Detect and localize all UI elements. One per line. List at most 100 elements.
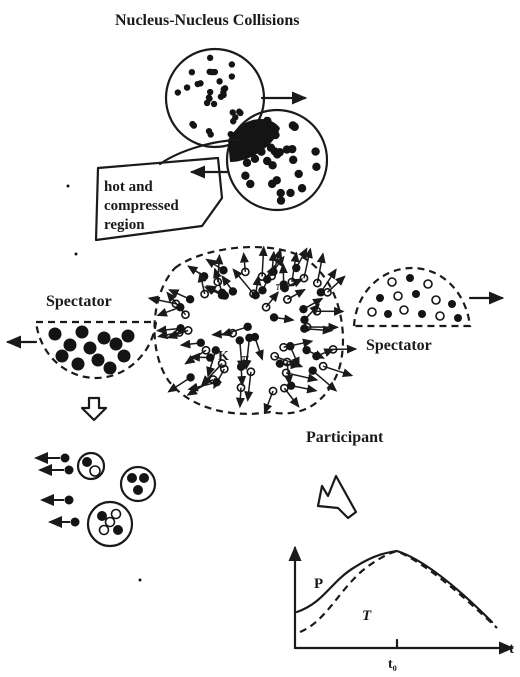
fragment-nucleon: [133, 485, 143, 495]
particle: [197, 339, 205, 347]
spectator-nucleon: [56, 350, 69, 363]
fragment-nucleon: [82, 457, 92, 467]
t-axis-label: t: [509, 641, 514, 657]
particle-track: [188, 379, 213, 395]
colliding-nuclei: [166, 49, 327, 210]
spectator-nucleon: [368, 308, 376, 316]
fragment-nucleon: [112, 510, 121, 519]
nucleon-dot: [184, 84, 190, 90]
spectator-nucleon: [406, 274, 414, 282]
fragment-nucleon: [65, 466, 74, 475]
curve-p-label: P: [314, 576, 323, 592]
particle: [176, 324, 184, 332]
particle-track: [317, 254, 323, 283]
nucleon-dot: [268, 161, 276, 169]
nucleon-dot: [206, 94, 212, 100]
pressure-temperature-graph: P T t₀ t: [295, 548, 514, 672]
kaon-label: K: [218, 349, 229, 364]
particle: [302, 346, 310, 354]
nucleon-dot: [286, 189, 294, 197]
title: Nucleus-Nucleus Collisions: [115, 12, 299, 29]
particle: [186, 295, 194, 303]
speck: [67, 185, 70, 188]
nucleon-dot: [312, 163, 320, 171]
speck: [75, 253, 78, 256]
particle: [251, 291, 259, 299]
nucleon-dot: [236, 109, 242, 115]
nucleon-dot: [189, 121, 195, 127]
curve-p: [297, 551, 492, 622]
nucleon-dot: [243, 159, 251, 167]
fragment-cluster: [121, 467, 155, 501]
pion-label-top: π: [276, 278, 283, 293]
particle: [270, 313, 278, 321]
spectator-nucleon: [436, 312, 444, 320]
spectator-nucleon: [76, 326, 89, 339]
spectator-nucleon: [400, 306, 408, 314]
spectator-left-label: Spectator: [46, 293, 112, 310]
participant-fireball: π K π Participant: [149, 247, 384, 446]
spectator-nucleon: [384, 310, 392, 318]
spectator-nucleon: [454, 314, 462, 322]
spectator-nucleon: [118, 350, 131, 363]
spectator-nucleon: [394, 292, 402, 300]
spectator-right-label: Spectator: [366, 337, 432, 354]
fragment-nucleon: [90, 466, 100, 476]
fragment-cluster: [88, 502, 132, 546]
nucleon-dot: [283, 145, 291, 153]
nucleon-dot: [273, 176, 281, 184]
particle-track: [262, 247, 264, 277]
spectator-nucleon: [388, 278, 396, 286]
particle: [236, 336, 244, 344]
nucleon-dot: [229, 61, 235, 67]
spectator-nucleon: [49, 328, 62, 341]
particle: [186, 373, 194, 381]
particle: [245, 334, 253, 342]
nucleon-dot: [232, 114, 238, 120]
nucleon-dot: [294, 170, 302, 178]
nucleon-dot: [246, 180, 254, 188]
fragment-nucleon: [106, 518, 115, 527]
nucleon-dot: [207, 55, 213, 61]
particle: [276, 359, 284, 367]
speck: [139, 579, 142, 582]
nucleon-dot: [207, 89, 213, 95]
hot-region-line2: compressed: [104, 198, 179, 214]
spectator-left: Spectator: [8, 293, 156, 378]
particle: [300, 325, 308, 333]
particle-track: [323, 366, 352, 375]
nucleon-dot: [189, 69, 195, 75]
spectator-nucleon: [122, 330, 135, 343]
nucleon-dot: [229, 73, 235, 79]
nucleon-dot: [311, 147, 319, 155]
pion-label-mid: π: [242, 350, 249, 365]
spectator-nucleon: [376, 294, 384, 302]
spectator-nucleon: [432, 296, 440, 304]
spectator-nucleon: [424, 280, 432, 288]
spectator-nucleon: [110, 338, 123, 351]
particle: [206, 353, 214, 361]
nucleon-dot: [289, 156, 297, 164]
nucleon-dot: [209, 69, 215, 75]
spectator-nucleon: [72, 358, 85, 371]
nucleon-dot: [273, 150, 281, 158]
particle: [229, 287, 237, 295]
nucleon-dot: [298, 184, 306, 192]
fragment-nucleon: [100, 526, 109, 535]
fragment-nucleon: [139, 473, 149, 483]
fragment-nucleon: [113, 525, 123, 535]
particle: [221, 291, 229, 299]
nucleon-dot: [216, 78, 222, 84]
nucleon-dot: [290, 123, 298, 131]
fragment-nucleon: [71, 518, 80, 527]
hot-region-callout: hot and compressed region: [96, 140, 240, 240]
spectator-nucleon: [64, 339, 77, 352]
hot-region-line3: region: [104, 217, 145, 233]
nucleon-dot: [277, 196, 285, 204]
fragment-nucleon: [127, 473, 137, 483]
nucleon-dot: [241, 172, 249, 180]
nucleon-dot: [220, 92, 226, 98]
particle: [312, 352, 320, 360]
curve-t: [300, 551, 497, 632]
